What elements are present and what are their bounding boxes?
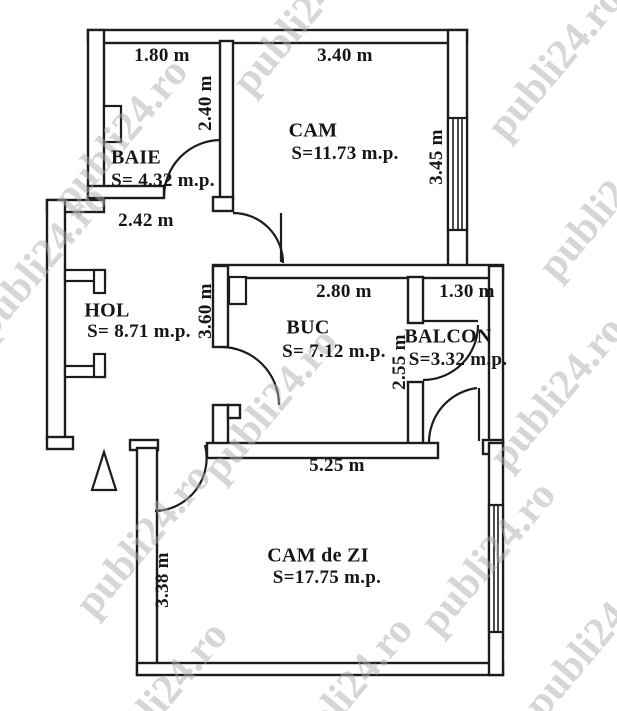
wall-baie-left — [86, 28, 106, 200]
hol-height-label: 3.60 m — [195, 283, 216, 339]
buc-name: BUC — [286, 316, 330, 339]
wall-buc-left-stub — [226, 403, 242, 420]
door-buc — [220, 345, 281, 406]
cam-name: CAM — [288, 119, 338, 142]
cam-window — [446, 116, 469, 232]
hol-niche-stub-top — [63, 268, 107, 295]
wall-buc-left-upper — [211, 264, 230, 349]
door-cam — [232, 211, 285, 264]
buc-width-label: 2.80 m — [316, 281, 372, 302]
baie-height-label: 2.40 m — [195, 75, 216, 131]
wall-baie-cam-cap — [211, 195, 235, 213]
cam-area: S=11.73 m.p. — [291, 143, 399, 164]
baie-fixture — [102, 104, 123, 144]
cam-height-label: 3.45 m — [426, 129, 447, 185]
hol-width-label: 2.42 m — [118, 210, 174, 231]
baie-width-label: 1.80 m — [134, 45, 190, 66]
door-baie — [162, 138, 222, 198]
living-area: S=17.75 m.p. — [272, 567, 382, 588]
door-living — [154, 444, 208, 513]
living-name: CAM de ZI — [267, 544, 369, 567]
hol-niche-stub-bottom — [63, 352, 107, 379]
wall-living-bottom — [135, 661, 505, 677]
entrance-arrow — [90, 448, 118, 492]
balcon-area: S=3.32 m.p. — [408, 349, 508, 370]
living-height-label: 3.38 m — [152, 552, 173, 608]
door-balcon-from-living — [427, 386, 481, 444]
door-balcon-from-buc — [422, 319, 480, 382]
wall-buc-balcon-upper — [406, 275, 425, 325]
wall-hol-left — [45, 198, 67, 442]
cam-width-label: 3.40 m — [317, 45, 373, 66]
wall-buc-left-lower — [211, 403, 230, 447]
wall-hol-left-cap — [45, 435, 75, 451]
living-width-label: 5.25 m — [309, 455, 365, 476]
hol-area: S= 8.71 m.p. — [87, 321, 191, 342]
living-window — [487, 503, 505, 634]
balcon-width-label: 1.30 m — [439, 281, 495, 302]
wall-baie-cam — [218, 39, 235, 201]
baie-name: BAIE — [110, 146, 162, 169]
buc-area: S= 7.12 m.p. — [282, 341, 386, 362]
balcon-name: BALCON — [404, 325, 492, 348]
wall-top — [86, 28, 469, 45]
baie-area: S= 4.32 m.p. — [111, 170, 215, 191]
wall-mid-horizontal — [211, 263, 505, 280]
hol-name: HOL — [84, 299, 130, 322]
wall-buc-balcon-lower — [406, 380, 425, 446]
buc-shaft — [227, 275, 248, 306]
